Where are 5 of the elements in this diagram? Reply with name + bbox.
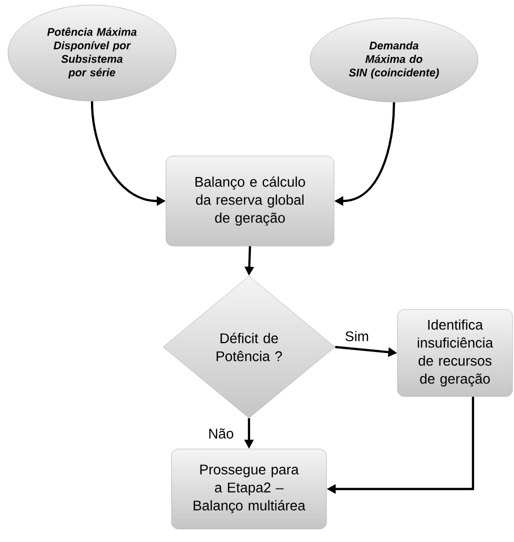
process-box: Prossegue para a Etapa2 – Balanço multiárea <box>171 448 327 530</box>
edge-label: Sim <box>344 330 370 342</box>
process-box: Identifica insuficiência de recursos de geração <box>397 309 513 397</box>
process-box: Balanço e cálculo da reserva global de geração <box>166 156 334 246</box>
edge-label: Não <box>207 427 235 440</box>
